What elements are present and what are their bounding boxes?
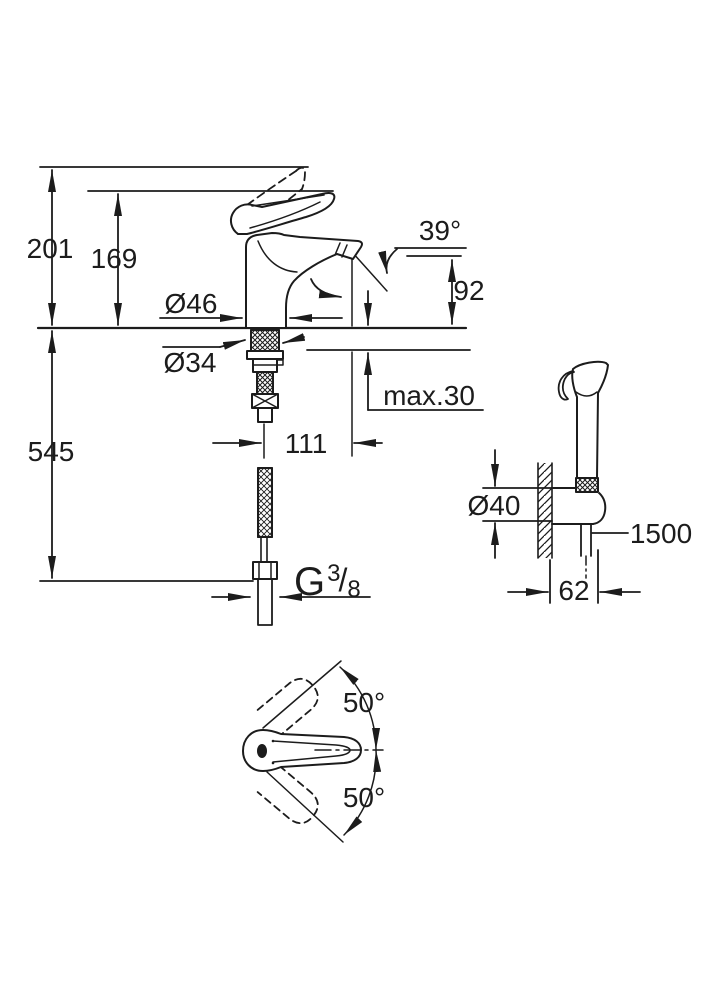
flow-arc-arrow: [310, 278, 342, 299]
dim-39-leader: [378, 248, 398, 274]
faucet-body: [245, 232, 363, 329]
dim-o34-right: [282, 333, 306, 344]
swivel-line-down: [266, 771, 344, 843]
handle-dot: [257, 744, 267, 758]
hose-connection-nut: [575, 477, 599, 493]
dim-label-spout-angle: 39°: [418, 215, 462, 246]
handle-pos-down-dashed: [256, 765, 319, 825]
dim-label-max-deck: max.30: [383, 380, 475, 411]
lever-inner-line: [249, 201, 321, 229]
dim-label-shower-hose-length: 1500: [629, 518, 693, 549]
wall-section: [538, 463, 552, 558]
thread-numerator: 3: [327, 560, 341, 587]
dim-label-holder-diameter: Ø40: [467, 490, 521, 521]
shower-head: [571, 360, 609, 479]
dim-label-total-height: 201: [26, 233, 74, 264]
thread-denominator: 8: [347, 576, 361, 603]
dim-label-handle-height: 169: [90, 243, 138, 274]
thread-slash: /: [338, 562, 348, 598]
handle-pos-up-dashed: [256, 677, 319, 737]
faucet-lever: [229, 192, 336, 235]
swivel-arc-up: [339, 666, 381, 751]
wall-edges: [537, 462, 553, 559]
swivel-arc-down: [343, 749, 382, 836]
mounting-shank: [246, 329, 284, 423]
dim-label-base-diameter: Ø46: [164, 288, 218, 319]
handle-top-view: [242, 660, 384, 843]
dim-label-swivel-down: 50°: [342, 782, 386, 813]
thread-g: G: [294, 560, 326, 604]
aerator-lines: [334, 242, 348, 258]
lever-top-edge: [251, 194, 325, 207]
dim-label-swivel-up: 50°: [342, 687, 386, 718]
supply-hose: [252, 467, 278, 626]
shower-face-line: [575, 391, 598, 397]
faucet-side-view: [229, 166, 363, 626]
aerator-axis-line: [351, 251, 388, 292]
swivel-line-up: [262, 660, 342, 729]
shower-holder: [551, 487, 607, 579]
spout-inner-curve: [257, 240, 298, 273]
dim-label-spout-reach: 111: [284, 428, 328, 459]
dim-label-holder-depth: 62: [558, 575, 590, 606]
dim-label-thread-size: G3/8: [294, 560, 361, 604]
hand-shower-view: [537, 360, 609, 579]
dim-label-spout-height: 92: [453, 275, 485, 306]
dim-o34-left: [219, 339, 246, 350]
dimension-lines: [36, 166, 641, 604]
dim-label-shank-diameter: Ø34: [163, 347, 217, 378]
shower-trigger: [557, 370, 575, 401]
dim-label-supply-length: 545: [27, 436, 75, 467]
